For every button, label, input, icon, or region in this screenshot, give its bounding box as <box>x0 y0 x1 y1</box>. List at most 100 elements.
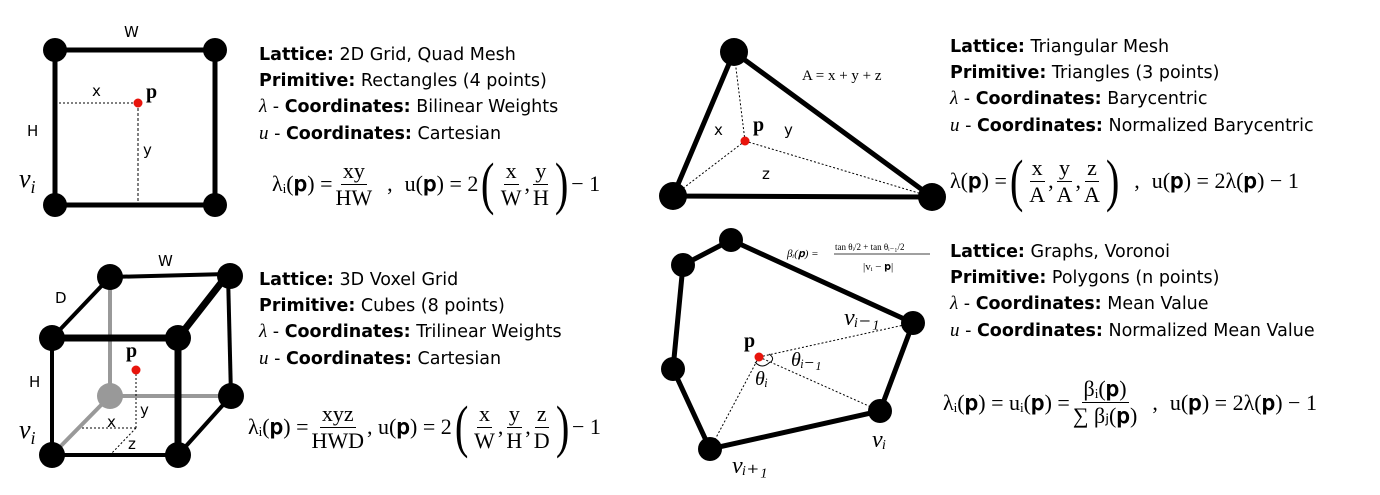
lambda-coords-value: Mean Value <box>1107 294 1209 314</box>
lattice-label: Lattice: <box>259 270 334 290</box>
denominator: A <box>1029 181 1046 207</box>
denominator: H <box>506 427 523 453</box>
lambda-coords-value: Trilinear Weights <box>416 322 562 342</box>
cube-dashed-lines <box>82 370 137 456</box>
vertex <box>661 357 685 381</box>
denominator: D <box>533 427 550 453</box>
panel-2d-grid-description: Lattice: 2D Grid, Quad Mesh Primitive: R… <box>259 45 559 144</box>
numerator: y <box>1057 154 1073 182</box>
coordinates-label: Coordinates: <box>284 97 411 117</box>
lambda-symbol: λ <box>950 293 959 314</box>
angle-arcs <box>754 353 774 367</box>
u-lhs: u(𝐩) = 2 <box>378 414 452 439</box>
label-z: z <box>128 435 136 453</box>
denominator: ∑ βⱼ(𝐩) <box>1072 403 1138 428</box>
hidden-vertex <box>97 383 123 409</box>
u-symbol: u <box>950 319 960 341</box>
v: v <box>19 415 31 444</box>
u-coords-value: Normalized Barycentric <box>1108 115 1314 136</box>
numerator: x <box>476 400 492 428</box>
u-formula: u(𝐩) = 2λ(𝐩) − 1 <box>1169 389 1317 415</box>
u-symbol: u <box>950 114 960 136</box>
u-coords-value: Cartesian <box>417 123 502 144</box>
u-lhs: u(𝐩) = 2 <box>404 171 479 196</box>
lambda-coords-value: Barycentric <box>1107 89 1208 109</box>
vertex <box>719 228 743 252</box>
label-x: x <box>92 82 101 100</box>
coordinates-label: Coordinates: <box>976 320 1103 341</box>
label-h: H <box>27 122 38 140</box>
vertex <box>659 182 687 210</box>
label-v-i: vᵢ <box>872 427 886 453</box>
label-y: y <box>143 141 152 159</box>
formula-lhs: λ(𝐩) = <box>950 168 1007 193</box>
beta-lhs: βᵢ(𝐩) = <box>786 248 819 260</box>
rectangle-diagram: W H x y p vi <box>19 23 227 217</box>
vertex <box>918 183 946 211</box>
cube-edges <box>50 272 233 457</box>
numerator: z <box>534 400 549 428</box>
point-p <box>133 98 143 108</box>
primitive-value: Rectangles (4 points) <box>360 70 547 91</box>
v-sub: i <box>31 428 36 448</box>
triangle-diagram: A = x + y + z x y z p <box>659 38 946 211</box>
label-y: y <box>784 121 793 139</box>
lambda-coords-value: Bilinear Weights <box>416 97 559 117</box>
label-p: p <box>126 340 137 362</box>
point-p <box>740 136 750 146</box>
v: v <box>19 164 31 193</box>
panel-triangle-description: Lattice: Triangular Mesh Primitive: Tria… <box>950 37 1314 136</box>
lattice-label: Lattice: <box>950 37 1025 57</box>
vertex <box>43 38 67 62</box>
triangle-edges <box>669 48 940 200</box>
separator: , <box>1134 168 1140 193</box>
lattice-value: Graphs, Voronoi <box>1030 242 1170 262</box>
primitive-value: Triangles (3 points) <box>1051 62 1220 83</box>
separator: , <box>367 414 373 439</box>
tail: − 1 <box>571 414 601 439</box>
label-w: W <box>124 23 139 41</box>
label-theta-i-minus-1: θᵢ₋₁ <box>791 349 822 371</box>
lattice-label: Lattice: <box>259 45 334 65</box>
polygon-diagram: p θᵢ θᵢ₋₁ vᵢ₋₁ vᵢ vᵢ₊₁ βᵢ(𝐩) = tan θᵢ/2 … <box>661 228 930 479</box>
primitive-label: Primitive: <box>259 70 356 91</box>
label-p: p <box>146 81 157 103</box>
numerator: x <box>503 157 519 185</box>
vertex <box>165 442 191 468</box>
fraction: βᵢ(𝐩)∑ βⱼ(𝐩) <box>1073 376 1138 429</box>
label-x: x <box>714 121 723 139</box>
lambda-symbol: λ <box>950 88 959 109</box>
denominator: HWD <box>311 427 365 453</box>
coordinates-label: Coordinates: <box>284 322 411 342</box>
coordinates-label: Coordinates: <box>975 294 1102 314</box>
denominator: H <box>532 184 549 210</box>
primitive-label: Primitive: <box>950 62 1047 83</box>
primitive-value: Cubes (8 points) <box>360 295 505 316</box>
label-vi: vi <box>19 415 36 448</box>
point-p <box>131 365 141 375</box>
label-h: H <box>29 373 40 391</box>
formula-lhs: λᵢ(𝐩) = <box>248 414 309 439</box>
tail: − 1 <box>571 171 601 196</box>
beta-denominator: |vᵢ − 𝐩| <box>863 261 893 273</box>
numerator: xy <box>340 157 367 185</box>
lattice-label: Lattice: <box>950 242 1025 262</box>
denominator: W <box>500 184 522 210</box>
denominator: HW <box>335 184 373 210</box>
label-x: x <box>107 413 116 431</box>
label-z: z <box>762 165 770 183</box>
lattice-value: 3D Voxel Grid <box>339 270 459 290</box>
vertex <box>720 38 748 66</box>
panel-voxel-description: Lattice: 3D Voxel Grid Primitive: Cubes … <box>259 270 562 369</box>
numerator: x <box>1029 154 1045 182</box>
label-p: p <box>744 330 755 352</box>
numerator: xyz <box>319 400 356 428</box>
